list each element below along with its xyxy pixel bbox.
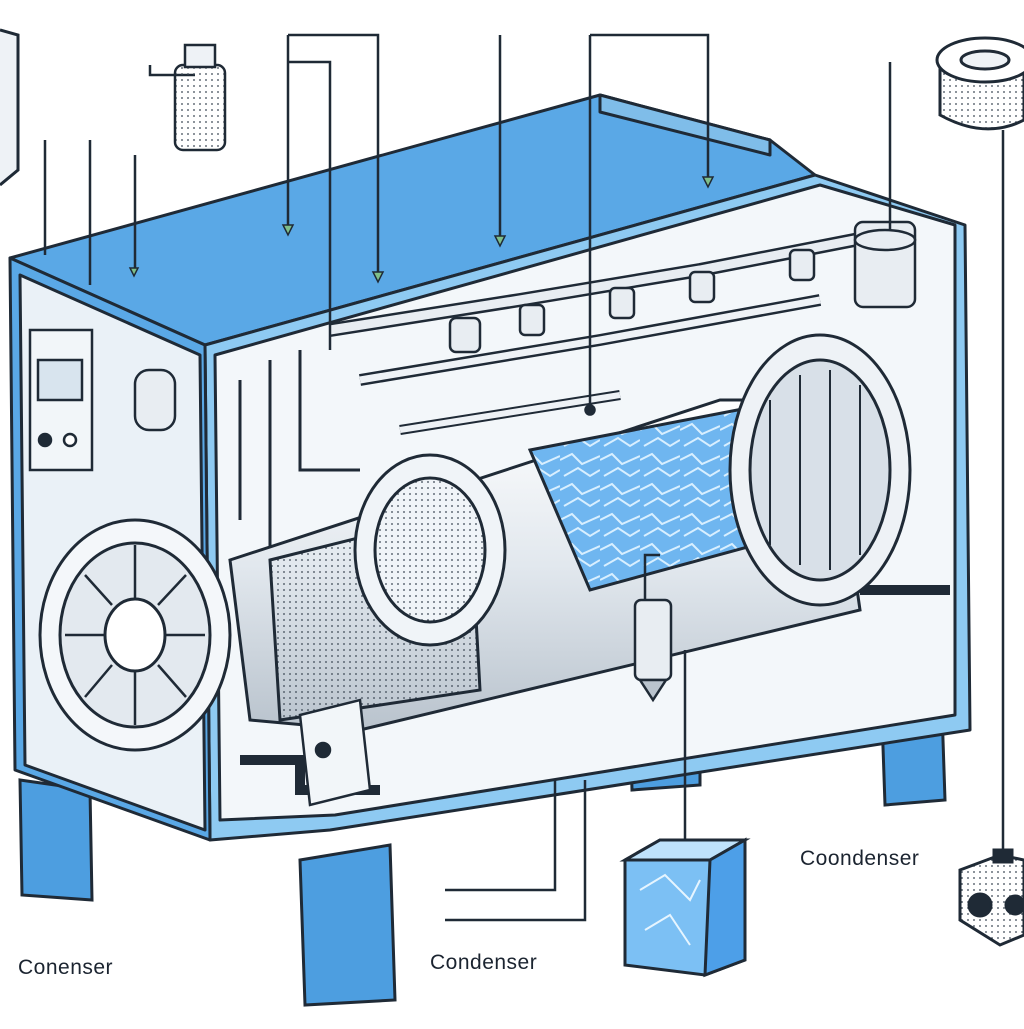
disc-icon [935,36,1024,131]
callout-markers [128,176,715,416]
label-coondenser: Coondenser [800,847,920,870]
main-cylinder [228,333,912,732]
pipe-valves [448,220,917,354]
tank-icon [0,28,20,187]
valve-icon [633,553,673,703]
label-condenser: Condenser [430,951,538,974]
fan-icon [38,518,232,752]
ice-block-icon [619,837,751,978]
pump-icon [298,698,372,807]
callout-lines [43,33,1005,922]
label-conenser: Conenser [18,956,114,979]
coil-icon [173,43,227,152]
gauge-icon [28,328,94,472]
sensor-box-icon [958,848,1024,947]
side-tank-icon [133,368,177,432]
